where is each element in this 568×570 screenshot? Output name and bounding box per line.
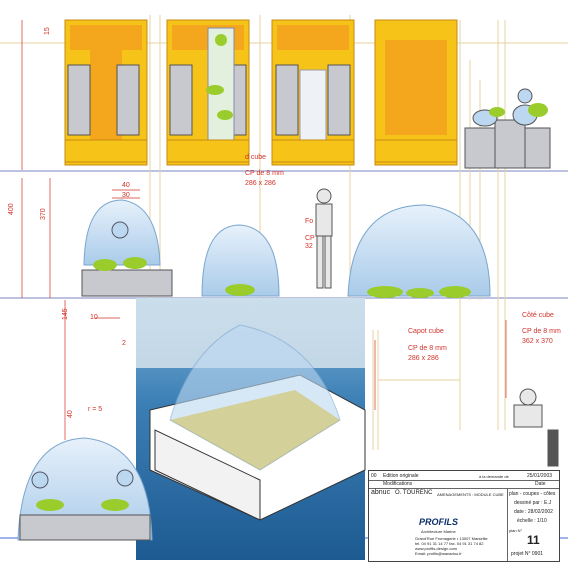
project-number: projet N° 0901 (511, 551, 544, 557)
cp-dim-2: 32 (305, 243, 313, 250)
dim-370: 370 (40, 208, 47, 220)
company-sub: Architecture Marine (421, 529, 456, 534)
rev-right: à la demande de (479, 474, 509, 479)
dim-r5: r = 5 (88, 406, 103, 413)
capot-label-2: Fo (305, 218, 314, 225)
section-view-right (347, 204, 491, 298)
client: abnuc (371, 489, 391, 496)
section-view-middle (201, 224, 280, 297)
cp-dim-3: 286 x 286 (408, 355, 439, 362)
dim-400: 400 (8, 203, 15, 215)
address-3: www.profils-design.com (415, 546, 458, 551)
dim-15: 15 (44, 27, 51, 35)
standing-figure (315, 188, 333, 289)
dim-2: 2 (122, 340, 126, 347)
cube-elevation-1 (64, 19, 148, 166)
cp-dim-4: 362 x 370 (522, 338, 553, 345)
rev-date: 25/01/2003 (527, 473, 553, 479)
rev-number: 00 (371, 473, 377, 479)
cp-label-4: CP de 8 mm (522, 328, 561, 335)
title-block: 00 Edition originale à la demande de 25/… (368, 470, 560, 562)
author: O. TOURENC (395, 490, 433, 496)
cube-elevation-3 (271, 19, 355, 166)
seated-figure-right (513, 388, 559, 467)
plan-number: 11 (527, 533, 540, 547)
section-view-left (81, 199, 173, 297)
drawn-by: dessiné par : E.J (514, 500, 552, 506)
dim-40b: 40 (67, 410, 74, 418)
drawing-date: date : 28/02/2002 (514, 509, 553, 515)
rev-text: Edition originale (383, 473, 419, 479)
cp-label-2: CP (305, 235, 315, 242)
cp-dim-1: 286 x 286 (245, 180, 276, 187)
section-view-bottom-left (17, 437, 153, 541)
figures-top-right (464, 88, 551, 169)
dimension-lines (21, 20, 507, 440)
date-label: Date (535, 481, 546, 487)
plan-label: plan N° (509, 528, 523, 533)
modifications-label: Modifications (383, 481, 413, 487)
cote-cube-label: Côté cube (522, 312, 554, 319)
drawing-type: plan - coupes - côtes (509, 491, 556, 497)
dim-30: 30 (122, 192, 130, 199)
cube-label-1: d cube (245, 154, 267, 161)
dim-40a: 40 (122, 182, 130, 189)
capot-cube-label: Capot cube (408, 328, 444, 335)
project-title: AMENAGEMENTS : MODULE CUBE (437, 492, 504, 497)
address-2: tel. 04 91 31 14 77 fax. 04 91 31 74 82 (415, 541, 484, 546)
scale: échelle : 1/10 (517, 518, 547, 524)
cp-label-1: CP de 8 mm (245, 170, 284, 177)
cp-label-3: CP de 8 mm (408, 345, 447, 352)
dim-145: 145 (62, 308, 69, 320)
address-1: Grand'Rue Fromagerie • 13007 Marseille (415, 536, 488, 541)
company-logo: PROFILS (419, 517, 459, 527)
dim-10: 10 (90, 314, 98, 321)
address-4: Email: profils@wanadoo.fr (415, 551, 462, 556)
boat-photo (136, 298, 366, 560)
cube-elevation-2 (166, 19, 250, 166)
cube-elevation-4 (374, 19, 458, 166)
